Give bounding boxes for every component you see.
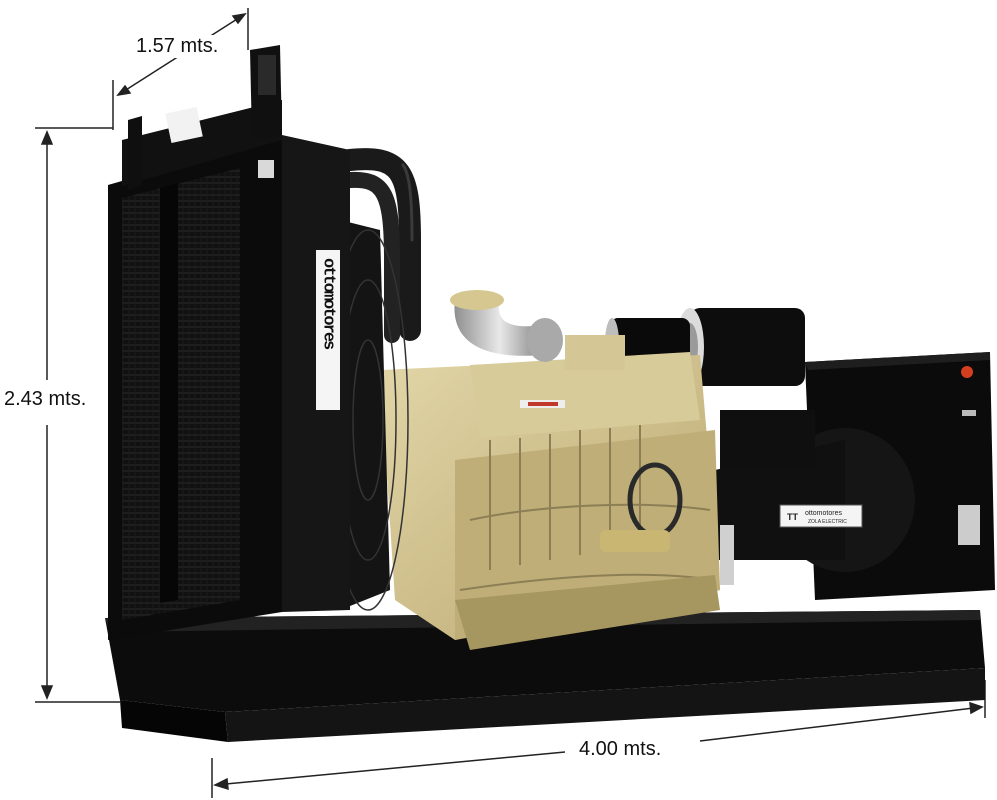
alternator: TT ottomotores ZOLA ELECTRIC — [715, 352, 995, 600]
radiator-brand-text: ottomotores — [319, 258, 338, 350]
coolant-pipes — [339, 148, 421, 343]
dimension-lines — [35, 8, 986, 798]
width-dimension-label: 1.57 mts. — [132, 35, 223, 58]
length-dimension-label: 4.00 mts. — [575, 738, 666, 761]
radiator-brand-strip: ottomotores — [316, 250, 340, 410]
engine-block — [380, 335, 734, 650]
height-dimension-label: 2.43 mts. — [0, 388, 91, 411]
alternator-sub-text: ZOLA ELECTRIC — [808, 519, 847, 525]
radiator: ottomotores — [108, 45, 350, 640]
turbo-elbow — [450, 290, 563, 362]
svg-text:TT: TT — [787, 512, 798, 522]
alternator-badge: TT ottomotores ZOLA ELECTRIC — [779, 504, 863, 528]
alternator-brand-text: ottomotores — [805, 510, 842, 517]
fan-guard — [327, 220, 409, 611]
